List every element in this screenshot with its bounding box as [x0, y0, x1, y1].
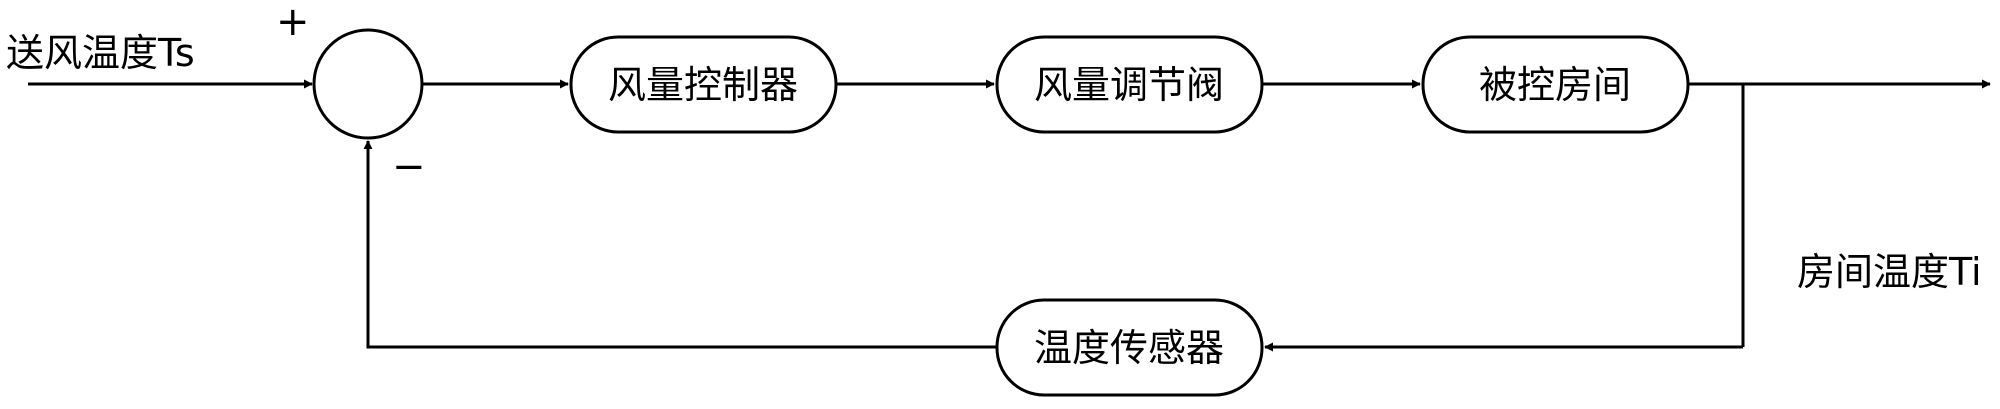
block-room-label: 被控房间	[1479, 63, 1631, 107]
block-sensor-label: 温度传感器	[1034, 326, 1224, 370]
block-controller-label: 风量控制器	[608, 63, 798, 107]
plus-sign: +	[276, 0, 310, 45]
block-valve-label: 风量调节阀	[1034, 63, 1224, 107]
input-label: 送风温度Ts	[6, 31, 195, 75]
summing-junction	[312, 28, 424, 140]
feedback-return-arrow	[363, 140, 997, 349]
minus-sign: −	[392, 144, 426, 190]
output-label: 房间温度Ti	[1797, 250, 1982, 294]
